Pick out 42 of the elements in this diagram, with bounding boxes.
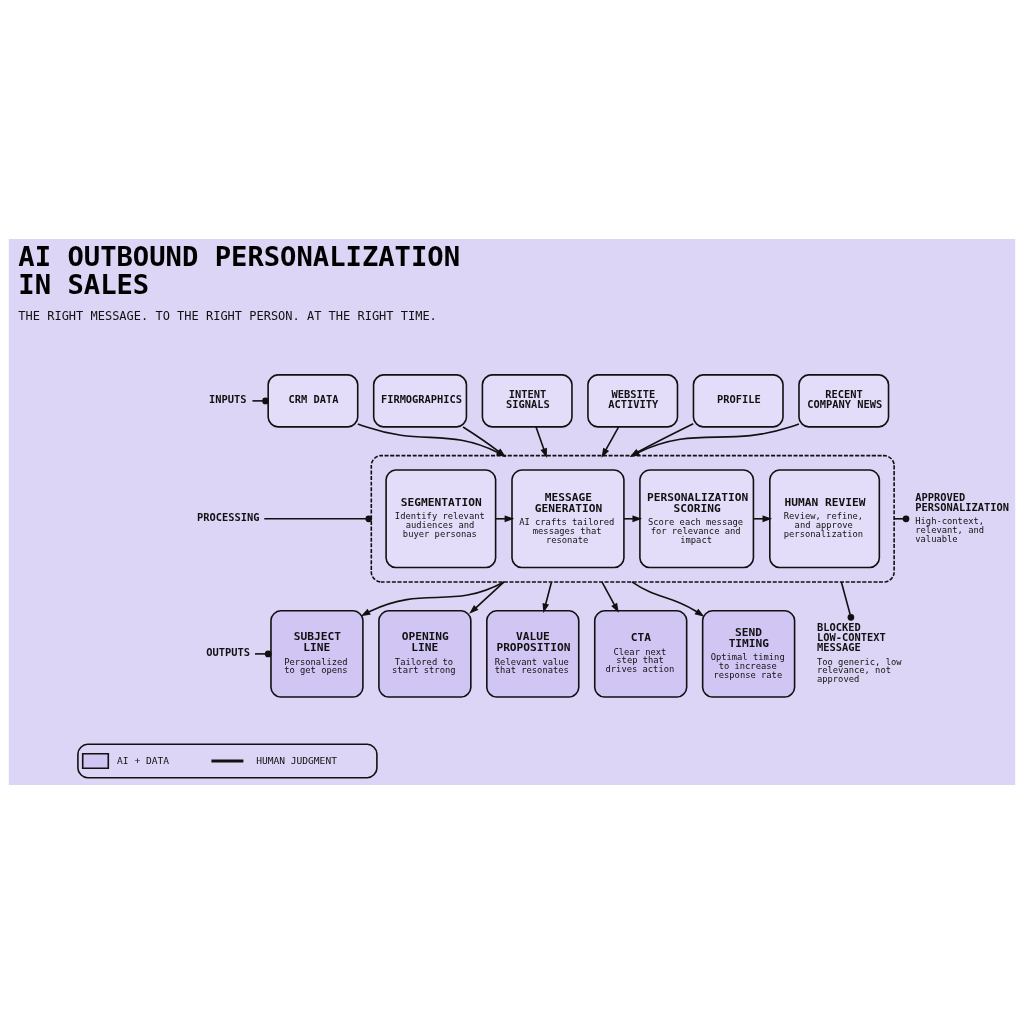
arrow <box>631 581 705 617</box>
node-text: OUTPUTS <box>206 645 250 658</box>
node-text: APPROVED PERSONALIZATION High-context, relevant, and valuable <box>915 490 1010 544</box>
arrow <box>535 426 547 458</box>
arrow <box>469 581 505 614</box>
arrow <box>542 581 553 614</box>
legend-label: AI + DATA <box>117 754 169 766</box>
connector <box>893 515 910 523</box>
cluster <box>370 454 895 583</box>
node-box: SEGMENTATION Identify relevant audiences and buyer personas <box>385 469 497 569</box>
legend-label: HUMAN JUDGMENT <box>256 754 337 766</box>
node-box: SUBJECT LINE Personalized to get opens <box>270 609 364 698</box>
arrow <box>601 581 619 613</box>
node-box: MESSAGE GENERATION AI crafts tailored messages that resonate <box>511 469 625 569</box>
node-box: PERSONALIZATION SCORING Score each message for relevance and impact <box>639 469 755 569</box>
node-box: CRM DATA <box>267 374 359 428</box>
node-box: CTA Clear next step that drives action <box>593 609 688 698</box>
arrow <box>629 422 695 457</box>
node-text: BLOCKED LOW-CONTEXT MESSAGE Too generic, low relevance, not approved <box>816 620 902 685</box>
node-box: SEND TIMING Optimal timing to increase response rate <box>701 609 796 698</box>
connector <box>263 515 373 523</box>
arrow <box>752 515 773 523</box>
arrow <box>360 581 505 617</box>
node-box: OPENING LINE Tailored to start strong <box>378 609 472 698</box>
node-text: PROCESSING <box>197 510 260 523</box>
arrow <box>629 423 800 457</box>
node-box: INTENT SIGNALS <box>481 374 573 428</box>
diagram-title: AI OUTBOUND PERSONALIZATION IN SALES <box>18 241 461 300</box>
node-box: RECENT COMPANY NEWS <box>798 374 890 428</box>
node-text: INPUTS <box>209 392 247 405</box>
node-box: VALUE PROPOSITION Relevant value that resonates <box>486 609 580 698</box>
connector <box>840 581 855 621</box>
arrow <box>494 515 515 523</box>
arrow <box>601 426 620 458</box>
node-box: FIRMOGRAPHICS <box>372 374 468 428</box>
label: THE RIGHT MESSAGE. TO THE RIGHT PERSON. AT THE RIGHT TIME. <box>18 309 437 324</box>
node-box: WEBSITE ACTIVITY <box>587 374 679 428</box>
arrow <box>623 515 643 523</box>
connector <box>251 397 269 405</box>
connector <box>254 650 272 658</box>
node-box: PROFILE <box>692 374 784 428</box>
node-box: HUMAN REVIEW Review, refine, and approve personalization <box>769 469 881 569</box>
